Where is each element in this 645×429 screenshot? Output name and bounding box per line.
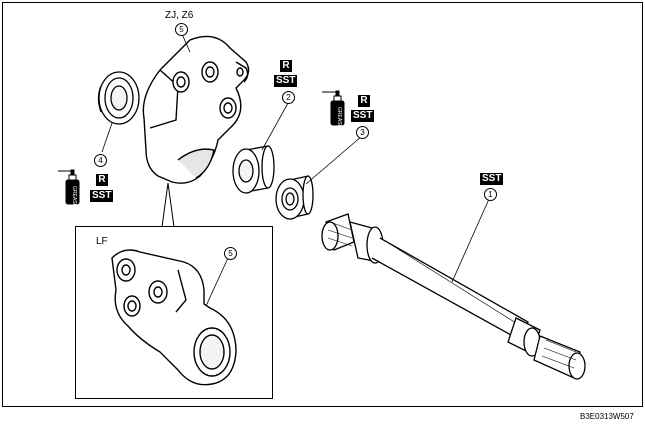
r-badge-part-4: R: [96, 174, 108, 186]
part-2-bearing: [232, 145, 275, 194]
callout-5-top: 5: [175, 23, 188, 36]
sst-badge-part-3: SST: [351, 110, 375, 122]
callout-4: 4: [94, 154, 107, 167]
leader-5-top: [181, 33, 191, 53]
r-badge-part-2: R: [280, 60, 292, 72]
grease-can-icon: [322, 90, 345, 126]
leader-2: [261, 102, 289, 151]
part-4-bearing: [97, 71, 140, 125]
outer-frame: [2, 2, 643, 407]
grease-can-text-left: GREASE: [71, 186, 77, 207]
sst-badge-part-1: SST: [480, 173, 504, 185]
callout-1: 1: [484, 188, 497, 201]
grease-can-text: GREASE: [336, 107, 342, 128]
part-5-bearing-support-lf: [111, 249, 237, 386]
r-badge-part-3: R: [358, 95, 370, 107]
sst-badge-part-4: SST: [90, 190, 114, 202]
grease-can-icon-left: [58, 169, 80, 205]
figure-code: B3E0313W507: [580, 412, 634, 421]
inset-pointer-right: [167, 182, 175, 228]
leader-3: [305, 135, 363, 185]
leader-5-inset: [205, 257, 229, 307]
callout-5-inset: 5: [224, 247, 237, 260]
part-5-bearing-support: [142, 35, 250, 184]
leader-1: [451, 198, 490, 283]
part-3-seal: [275, 175, 314, 220]
variant-label-zj-z6: ZJ, Z6: [165, 10, 194, 21]
inset-pointer-left: [161, 182, 169, 228]
sst-badge-part-2: SST: [274, 75, 298, 87]
variant-label-lf: LF: [96, 236, 108, 247]
callout-2: 2: [282, 91, 295, 104]
part-1-sst-shaft: [321, 213, 586, 380]
callout-3: 3: [356, 126, 369, 139]
leader-4: [101, 122, 113, 153]
